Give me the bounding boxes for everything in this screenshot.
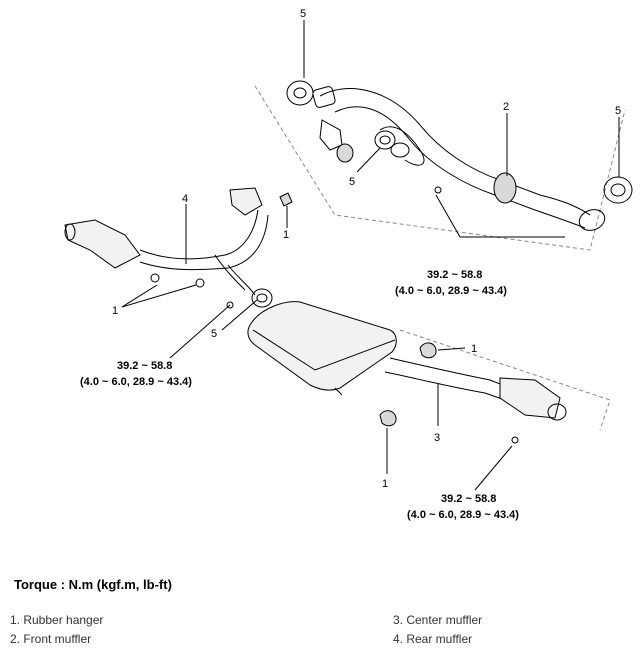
center-muffler-part <box>247 301 567 444</box>
callout-left-hangers-pair: 1 <box>112 305 118 317</box>
callout-front-top-gasket: 5 <box>300 8 306 20</box>
gasket-left <box>251 288 273 308</box>
callout-rear-muffler: 4 <box>182 193 188 205</box>
legend-item-front-muffler: 2. Front muffler <box>10 632 92 646</box>
torque-left-line2: (4.0 ~ 6.0, 28.9 ~ 43.4) <box>80 376 192 388</box>
callout-left-hanger: 1 <box>283 229 289 241</box>
dashed-frame-front <box>254 85 626 251</box>
callout-center-hanger-right: 1 <box>471 343 477 355</box>
torque-lower-line1: 39.2 ~ 58.8 <box>441 493 496 505</box>
torque-upper-line1: 39.2 ~ 58.8 <box>427 269 482 281</box>
rubber-hanger-center-right <box>419 342 437 359</box>
legend-item-center-muffler: 3. Center muffler <box>393 613 483 627</box>
dashed-frame-rear <box>399 329 611 431</box>
gasket-front-mid <box>374 130 396 150</box>
callout-center-muffler: 3 <box>434 432 440 444</box>
rubber-hanger-center-bottom <box>379 410 397 427</box>
torque-lower-line2: (4.0 ~ 6.0, 28.9 ~ 43.4) <box>407 509 519 521</box>
torque-heading: Torque : N.m (kgf.m, lb-ft) <box>14 577 172 592</box>
callout-center-hanger-bottom: 1 <box>382 478 388 490</box>
callout-front-muffler: 2 <box>503 101 509 113</box>
callout-front-mid-gasket: 5 <box>349 176 355 188</box>
callout-left-gasket: 5 <box>211 328 217 340</box>
exhaust-system-diagram: 5 2 5 5 4 1 1 5 1 3 1 39.2 ~ 58.8 (4.0 ~… <box>64 8 633 521</box>
gasket-top-left <box>286 80 314 106</box>
leader-lines <box>121 20 620 491</box>
torque-upper-line2: (4.0 ~ 6.0, 28.9 ~ 43.4) <box>395 285 507 297</box>
callout-front-right-gasket: 5 <box>615 105 621 117</box>
front-muffler-part <box>312 86 606 231</box>
rear-muffler-part <box>64 187 269 309</box>
gasket-front-right <box>603 176 633 204</box>
torque-left-line1: 39.2 ~ 58.8 <box>117 360 172 372</box>
legend-item-rubber-hanger: 1. Rubber hanger <box>10 613 104 627</box>
rubber-hanger-left-top <box>279 192 293 207</box>
legend-item-rear-muffler: 4. Rear muffler <box>393 632 473 646</box>
